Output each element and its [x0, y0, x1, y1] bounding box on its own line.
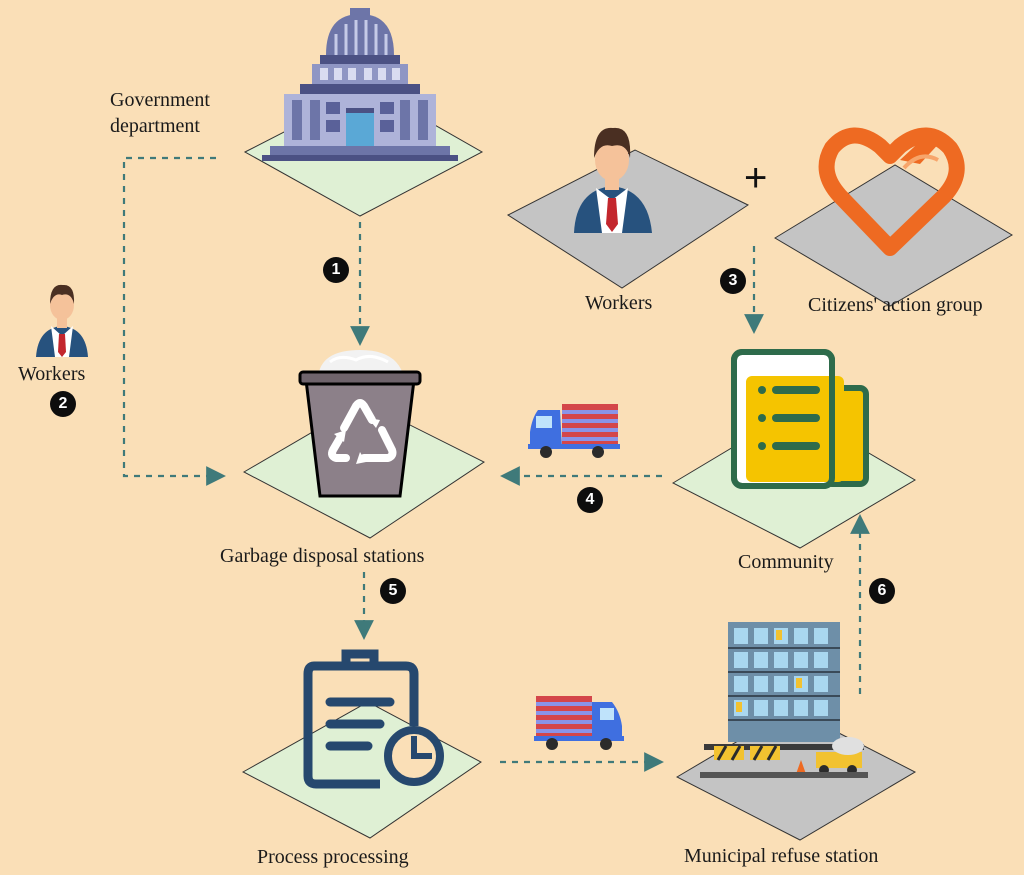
step-badge-3: 3: [720, 268, 746, 294]
arrow-step-2: [122, 156, 226, 486]
citizens-label: Citizens' action group: [808, 294, 983, 316]
community-document-icon: [731, 349, 869, 489]
plus-sign: +: [744, 156, 767, 200]
truck-step4-icon: [528, 404, 620, 458]
step-badge-2: 2: [50, 391, 76, 417]
truck-bottom-icon: [534, 696, 624, 750]
municipal-label: Municipal refuse station: [684, 845, 879, 867]
step-badge-4: 4: [577, 487, 603, 513]
worker-left-icon: [36, 284, 88, 357]
process-label: Process processing: [257, 846, 409, 868]
government-label: Government department: [110, 89, 210, 137]
workers-top-label: Workers: [585, 292, 653, 314]
connectors: [122, 156, 870, 772]
step-badge-5: 5: [380, 578, 406, 604]
workers-left-label: Workers: [18, 363, 86, 385]
garbage-label: Garbage disposal stations: [220, 545, 425, 567]
municipal-building-icon: [700, 622, 868, 778]
government-building-icon: [262, 8, 458, 161]
step-badge-1: 1: [323, 257, 349, 283]
citizens-heart-icon: [818, 127, 965, 256]
community-label: Community: [738, 551, 834, 573]
step-badge-6: 6: [869, 578, 895, 604]
worker-top-icon: [574, 127, 652, 233]
process-clipboard-icon: [303, 649, 444, 789]
garbage-bin-icon: [298, 350, 422, 498]
